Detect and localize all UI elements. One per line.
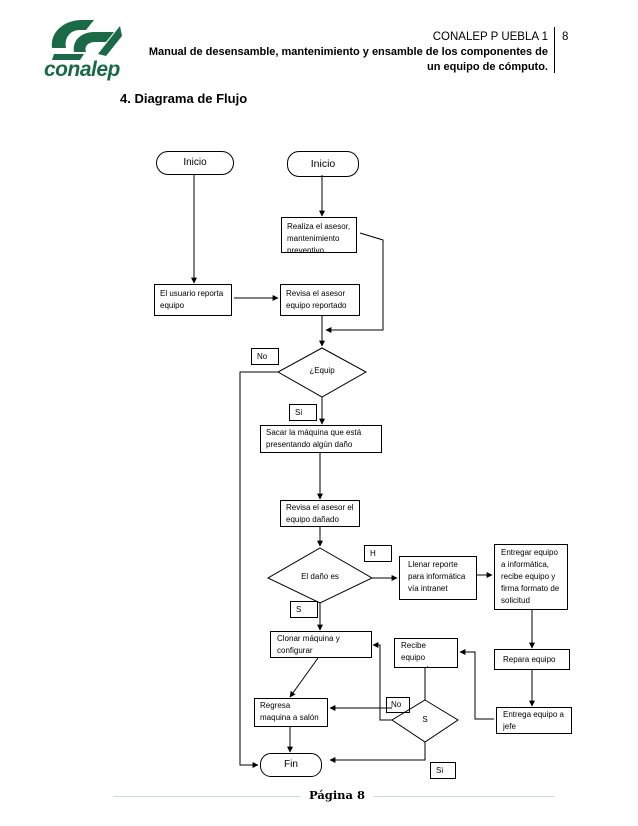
box-receive-repaired-text: Recibe equipo reparado [401,641,433,667]
start-left: Inicio [156,151,234,175]
logo-wordmark: conalep [44,58,120,81]
box-clone: Clonar máquina y configurar [270,631,372,658]
footer-page-label-text: Página 8 [308,788,366,802]
decision-equipment-shape [276,347,368,398]
box-fill-report: Llenar reporte para informática vía intr… [399,556,477,600]
box-return: Regresa maquina a salón [254,698,328,727]
box-review-damaged: Revisa el asesor el equipo dañado [280,500,360,527]
box-fill-report-text: Llenar reporte para informática vía intr… [408,560,466,593]
box-review-damaged-text: Revisa el asesor el equipo dañado [286,503,354,524]
box-advisor-maintenance-text: Realiza el asesor, mantenimiento prevent… [287,222,351,253]
header-page-number: 8 [562,31,569,43]
decision-damage-shape [266,547,374,604]
label-si-1: Si [289,404,317,421]
decision-s-label: S [422,715,428,724]
logo-emblem-icon [51,20,122,60]
box-deliver-equipment-text: Entregar equipo a informática, recibe eq… [501,548,560,605]
box-deliver-boss-text: Entrega equipo a jefe [503,710,564,731]
box-receive-repaired: Recibe equipo reparado [394,638,458,668]
box-repair-text: Repara equipo [503,655,556,664]
box-repair: Repara equipo [494,649,570,670]
header-divider [554,27,555,73]
label-si-2: Si [430,762,456,779]
conalep-logo: conalep [44,14,124,84]
box-user-reports: El usuario reporta equipo [154,284,232,316]
box-advisor-reviews-text: Revisa el asesor equipo reportado [286,289,347,310]
label-no-2: No [386,697,410,713]
box-take-machine: Sacar la máquina que está presentando al… [260,425,382,453]
header-title-line1: Manual de desensamble, mantenimiento y e… [148,46,548,58]
box-advisor-reviews: Revisa el asesor equipo reportado [280,284,360,316]
start-right: Inicio [287,151,359,177]
box-user-reports-text: El usuario reporta equipo [160,289,224,310]
start-right-label: Inicio [310,158,336,170]
header-title-line2: un equipo de cómputo. [427,61,548,73]
decision-s-shape [391,699,459,743]
label-no-1: No [251,348,279,365]
box-clone-text: Clonar máquina y configurar [277,634,340,655]
box-advisor-maintenance: Realiza el asesor, mantenimiento prevent… [281,217,357,253]
label-s: S [290,601,318,618]
decision-equipment-label: ¿Equip [309,366,335,375]
header-institution: CONALEP P UEBLA 1 [432,31,548,43]
box-deliver-equipment: Entregar equipo a informática, recibe eq… [494,544,568,610]
end-terminator: Fin [260,753,322,777]
footer-page-label: Página 8 [300,788,374,802]
end-label: Fin [284,759,298,770]
label-h: H [364,545,392,562]
box-return-text: Regresa maquina a salón [260,701,319,722]
section-title: 4. Diagrama de Flujo [120,91,248,106]
box-deliver-boss: Entrega equipo a jefe [496,707,572,734]
start-left-label: Inicio [183,157,207,168]
decision-damage-label: El daño es [301,572,339,581]
box-take-machine-text: Sacar la máquina que está presentando al… [266,428,362,449]
